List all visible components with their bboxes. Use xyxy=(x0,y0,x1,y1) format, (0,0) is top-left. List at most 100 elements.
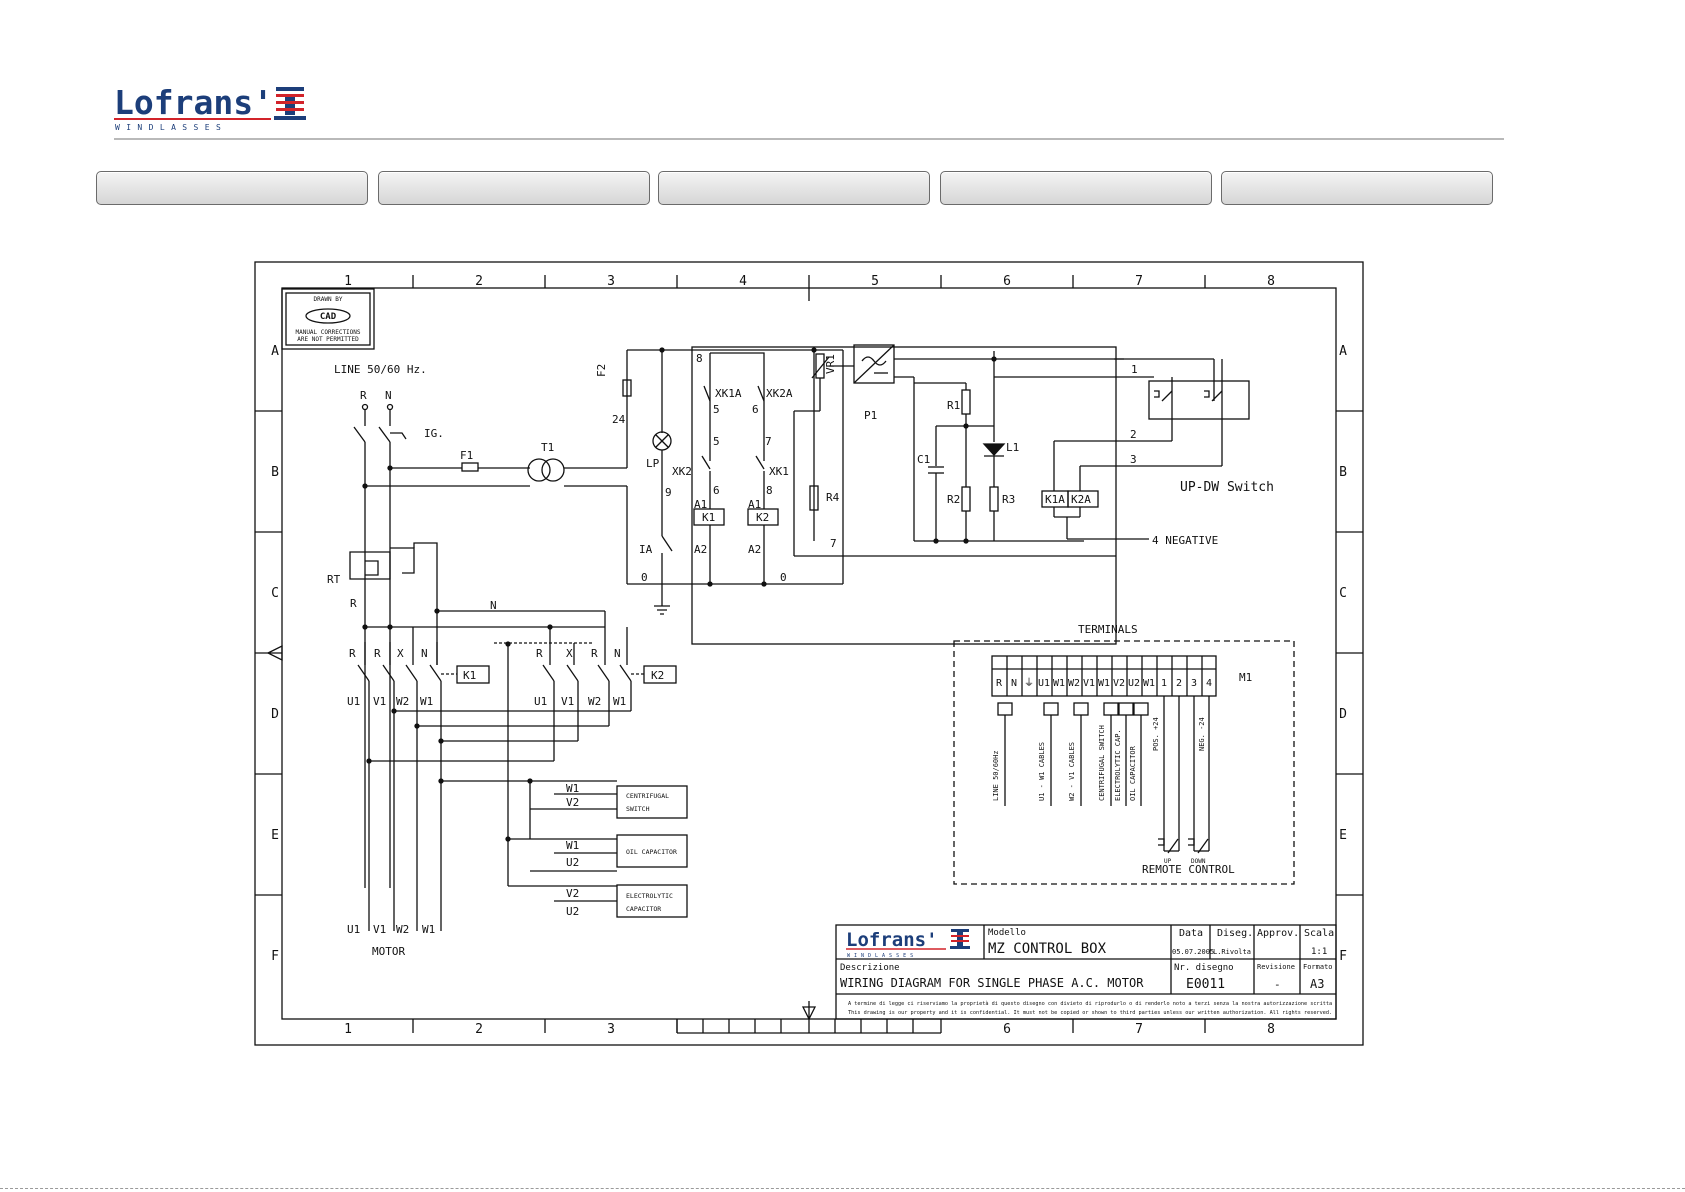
label-rt-r: R xyxy=(350,597,357,610)
tb-rev: - xyxy=(1274,978,1281,991)
electrolytic-capacitor-box xyxy=(616,884,688,918)
terminal-3: ⏚ xyxy=(1024,677,1034,689)
cable-u1w1: U1 - W1 CABLES xyxy=(1038,742,1046,801)
label-oil-capacitor: OIL CAPACITOR xyxy=(626,848,677,856)
label-terminals: TERMINALS xyxy=(1078,623,1138,636)
row-right-f: F xyxy=(1339,949,1347,964)
zone-top-3: 3 xyxy=(607,274,615,289)
label-up: UP xyxy=(1164,858,1172,865)
tb-scala: 1:1 xyxy=(1311,947,1327,957)
label-k1-a1: A1 xyxy=(694,498,707,511)
label-lp: LP xyxy=(646,457,660,470)
label-centrifugal-2: SWITCH xyxy=(626,805,650,813)
zone-ticks xyxy=(255,275,1363,1034)
tb-legal-it: A termine di legge ci riserviamo la prop… xyxy=(848,1000,1332,1007)
label-r3: R3 xyxy=(1002,493,1015,506)
label-r2: R2 xyxy=(947,493,960,506)
zone-bottom-2: 2 xyxy=(475,1022,483,1037)
cable-w2v1: W2 - V1 CABLES xyxy=(1068,742,1076,801)
wiring-diagram: 1 2 3 4 5 6 7 8 1 2 3 6 7 8 A B C D E F … xyxy=(254,261,1364,1046)
zone-bottom-7: 7 xyxy=(1135,1022,1143,1037)
label-n5-b: 5 xyxy=(713,435,720,448)
label-k2-w2: W2 xyxy=(588,695,601,708)
inner-frame xyxy=(281,287,1337,1020)
label-line-r: R xyxy=(360,389,367,402)
titleblock-logo-name: Lofrans' xyxy=(846,929,938,951)
label-elec-u2: U2 xyxy=(566,905,579,918)
label-n0-a: 0 xyxy=(641,571,648,584)
tab-5[interactable] xyxy=(1221,171,1493,205)
label-vr1: VR1 xyxy=(824,354,837,374)
k1-coil xyxy=(693,508,725,526)
label-k2-a2: A2 xyxy=(748,543,761,556)
terminal-9: V2 xyxy=(1113,678,1125,689)
terminal-13: 2 xyxy=(1176,678,1182,689)
label-line-n: N xyxy=(385,389,392,402)
terminal-14: 3 xyxy=(1191,678,1197,689)
title-block: Lofrans' WINDLASSES xyxy=(835,924,1337,1020)
label-line: LINE 50/60 Hz. xyxy=(334,363,427,376)
tab-3[interactable] xyxy=(658,171,930,205)
row-left-b: B xyxy=(271,465,279,480)
label-k1-w1: W1 xyxy=(420,695,433,708)
terminal-8: W1 xyxy=(1098,678,1110,689)
row-left-f: F xyxy=(271,949,279,964)
k2a-relay xyxy=(1067,490,1099,508)
cable-electrolytic: ELECTROLYTIC CAP. xyxy=(1114,729,1122,801)
line-input-circuit xyxy=(349,350,628,888)
label-xk2a: XK2A xyxy=(766,387,793,400)
label-k1-ctrl: K1 xyxy=(702,511,715,524)
label-f1: F1 xyxy=(460,449,473,462)
tab-4[interactable] xyxy=(940,171,1212,205)
row-left-c: C xyxy=(271,586,279,601)
updw-switch-housing xyxy=(1148,380,1250,420)
brand-logo: Lofrans' WINDLASSES xyxy=(114,83,314,134)
cable-centrifugal: CENTRIFUGAL SWITCH xyxy=(1098,725,1106,801)
label-ig: IG. xyxy=(424,427,444,440)
terminal-2: N xyxy=(1011,678,1017,689)
zone-top-7: 7 xyxy=(1135,274,1143,289)
k1-motor-contactor xyxy=(357,627,490,931)
cable-line: LINE 50/60Hz xyxy=(992,750,1000,801)
zone-top-4: 4 xyxy=(739,274,747,289)
tb-fmt-label: Formato xyxy=(1303,963,1333,971)
label-k1-coil: K1 xyxy=(463,669,476,682)
label-c1: C1 xyxy=(917,453,930,466)
tb-fmt: A3 xyxy=(1310,977,1324,991)
label-rt: RT xyxy=(327,573,341,586)
tb-data: 05.07.2005 xyxy=(1172,948,1214,956)
tb-modello-label: Modello xyxy=(988,928,1026,938)
label-k1-x: X xyxy=(397,647,404,660)
label-motor-v1: V1 xyxy=(373,923,386,936)
stamp-line4: ARE NOT PERMITTED xyxy=(297,336,359,343)
label-k2-a1: A1 xyxy=(748,498,761,511)
label-n7-b: 7 xyxy=(830,537,837,550)
label-cent-w1: W1 xyxy=(566,782,579,795)
titleblock-logo-tagline: WINDLASSES xyxy=(847,953,917,959)
row-right-b: B xyxy=(1339,465,1347,480)
tb-diseg-label: Diseg. xyxy=(1217,928,1253,939)
zone-top-2: 2 xyxy=(475,274,483,289)
label-electrolytic-2: CAPACITOR xyxy=(626,905,661,913)
label-motor-w2: W2 xyxy=(396,923,409,936)
label-k2-w1: W1 xyxy=(613,695,626,708)
label-k2a: K2A xyxy=(1071,493,1091,506)
label-n0-b: 0 xyxy=(780,571,787,584)
tb-scala-label: Scala xyxy=(1304,928,1334,939)
label-k2-n: N xyxy=(614,647,621,660)
label-m1: M1 xyxy=(1239,671,1252,684)
label-n8: 8 xyxy=(696,352,703,365)
label-n2: 2 xyxy=(1130,428,1137,441)
tab-2[interactable] xyxy=(378,171,650,205)
label-down: DOWN xyxy=(1191,858,1206,865)
label-k1-n: N xyxy=(421,647,428,660)
tab-1[interactable] xyxy=(96,171,368,205)
row-right-c: C xyxy=(1339,586,1347,601)
row-right-a: A xyxy=(1339,344,1347,359)
label-k1a: K1A xyxy=(1045,493,1065,506)
row-right-e: E xyxy=(1339,828,1347,843)
tb-nr: E0011 xyxy=(1186,977,1225,992)
label-k1-w2: W2 xyxy=(396,695,409,708)
label-xk1: XK1 xyxy=(769,465,789,478)
tb-modello: MZ CONTROL BOX xyxy=(988,941,1107,957)
